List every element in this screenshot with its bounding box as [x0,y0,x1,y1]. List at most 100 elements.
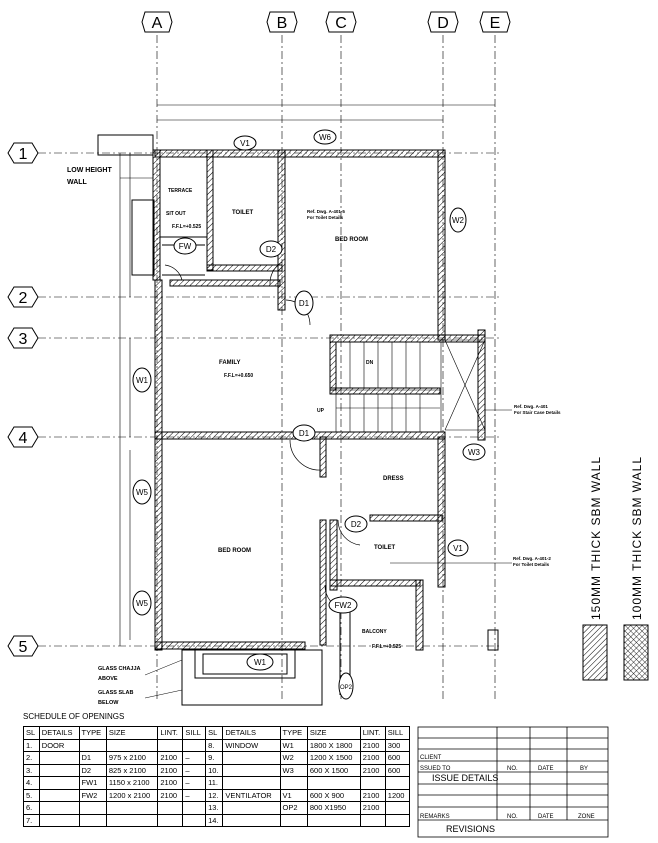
schedule-cell: 300 [384,738,411,752]
label-glass-slab-1: GLASS SLAB [98,690,133,696]
schedule-cell [222,751,281,765]
schedule-cell: 2. [23,751,40,765]
grid-bubble-4 [7,426,39,448]
tag-text-fw2: FW2 [335,601,352,610]
grid-bubble-d [427,11,459,33]
label-family: FAMILY [219,360,240,366]
schedule-header-cell: LINT. [157,726,184,740]
schedule-cell: W2 [279,751,308,765]
tag-text-op2: OP2 [340,685,353,691]
grid-bubble-3 [7,327,39,349]
schedule-cell [157,801,184,815]
schedule-header-cell: SIZE [105,726,159,740]
schedule-cell: FW2 [78,788,107,802]
tag-w1-bottom [246,653,274,671]
tag-text-w3: W3 [468,448,481,457]
schedule-cell: W3 [279,763,308,777]
staircase [335,339,486,433]
grid-label-3: 3 [19,331,28,348]
schedule-cell: 11. [205,776,224,790]
schedule-cell: 600 [384,763,411,777]
grid-label-b: B [277,15,288,32]
schedule-cell: 12. [205,788,224,802]
legend-150mm-label: 150MM THICK SBM WALL [589,456,603,620]
schedule-row: 7.14. [23,813,411,827]
schedule-cell: WINDOW [222,738,281,752]
schedule-cell: D1 [78,751,107,765]
grid-bubble-2 [7,286,39,308]
label-sit-out: SIT OUT [166,211,186,217]
label-ref-top-1: Ref. Dwg. A-401-5 [307,209,345,214]
schedule-cell [359,813,386,827]
tag-d1-top [294,290,314,316]
tag-d1-mid [292,424,316,442]
tag-text-w6: W6 [319,133,332,142]
tag-text-fw: FW [179,242,192,251]
schedule-cell [222,776,281,790]
schedule-cell: 2100 [157,788,184,802]
schedule-cell [105,738,159,752]
schedule-cell: 2100 [359,751,386,765]
schedule-cell [105,813,159,827]
label-glass-chajja-1: GLASS CHAJJA [98,666,141,672]
grid-label-c: C [335,15,347,32]
tag-w5-top [132,479,152,505]
schedule-cell [157,813,184,827]
label-balcony-ffl: F.F.L=+0.525 [372,644,401,650]
schedule-cell: 1200 [384,788,411,802]
label-bed-room-bottom: BED ROOM [218,548,251,554]
grid-label-5: 5 [19,639,28,656]
tag-text-w1-bottom: W1 [254,658,267,667]
tag-w5-bottom [132,590,152,616]
legend-swatch-100mm [623,624,649,681]
tag-text-d1-top: D1 [299,299,310,308]
label-ref-stair-1: Ref. Dwg. A-401 [514,404,548,409]
tb-date: DATE [538,766,554,772]
terrace-outline [97,134,208,276]
schedule-cell: V1 [279,788,308,802]
schedule-cell: VENTILATOR [222,788,281,802]
label-toilet-bottom: TOILET [374,545,396,551]
schedule-header-cell: SL [205,726,224,740]
tag-w1-left [132,367,152,393]
schedule-cell [157,738,184,752]
tag-d2-bottom [344,515,368,533]
schedule-cell: 1200 X 1500 [306,751,361,765]
label-family-ffl: F.F.L=+0.650 [224,373,253,379]
label-ref-bottom-1: Ref. Dwg. A-401-2 [513,556,551,561]
schedule-cell: 825 x 2100 [105,763,159,777]
label-sit-out-ffl: F.F.L=+0.525 [172,224,201,230]
grid-bubble-c [325,11,357,33]
grid-label-1: 1 [19,146,28,163]
grid-bubble-1 [7,142,39,164]
tb-issue-details: ISSUE DETAILS [432,773,498,783]
schedule-cell: 2100 [157,776,184,790]
schedule-cell [306,776,361,790]
schedule-cell: W1 [279,738,308,752]
schedule-cell [182,738,207,752]
tb-no: NO. [507,766,518,772]
schedule-cell [222,801,281,815]
label-ref-bottom-2: For Toilet Details [513,562,550,567]
label-terrace: TERRACE [168,188,193,194]
tag-text-v1-bottom: V1 [453,544,463,553]
tb-revisions: REVISIONS [446,824,495,834]
tag-v1-top [233,135,257,151]
schedule-cell [384,801,411,815]
schedule-header-cell: LINT. [359,726,386,740]
schedule-cell: 1800 X 1800 [306,738,361,752]
schedule-header-cell: TYPE [78,726,107,740]
schedule-cell: 975 x 2100 [105,751,159,765]
schedule-cell: 6. [23,801,40,815]
label-dn: DN [366,360,374,366]
legend-100mm-label: 100MM THICK SBM WALL [630,456,644,620]
schedule-cell: 2100 [359,801,386,815]
tag-text-d2-bottom: D2 [351,520,362,529]
tb-no-2: NO. [507,814,518,820]
tag-text-v1-top: V1 [240,139,250,148]
schedule-cell: 1150 x 2100 [105,776,159,790]
schedule-cell: – [182,763,207,777]
